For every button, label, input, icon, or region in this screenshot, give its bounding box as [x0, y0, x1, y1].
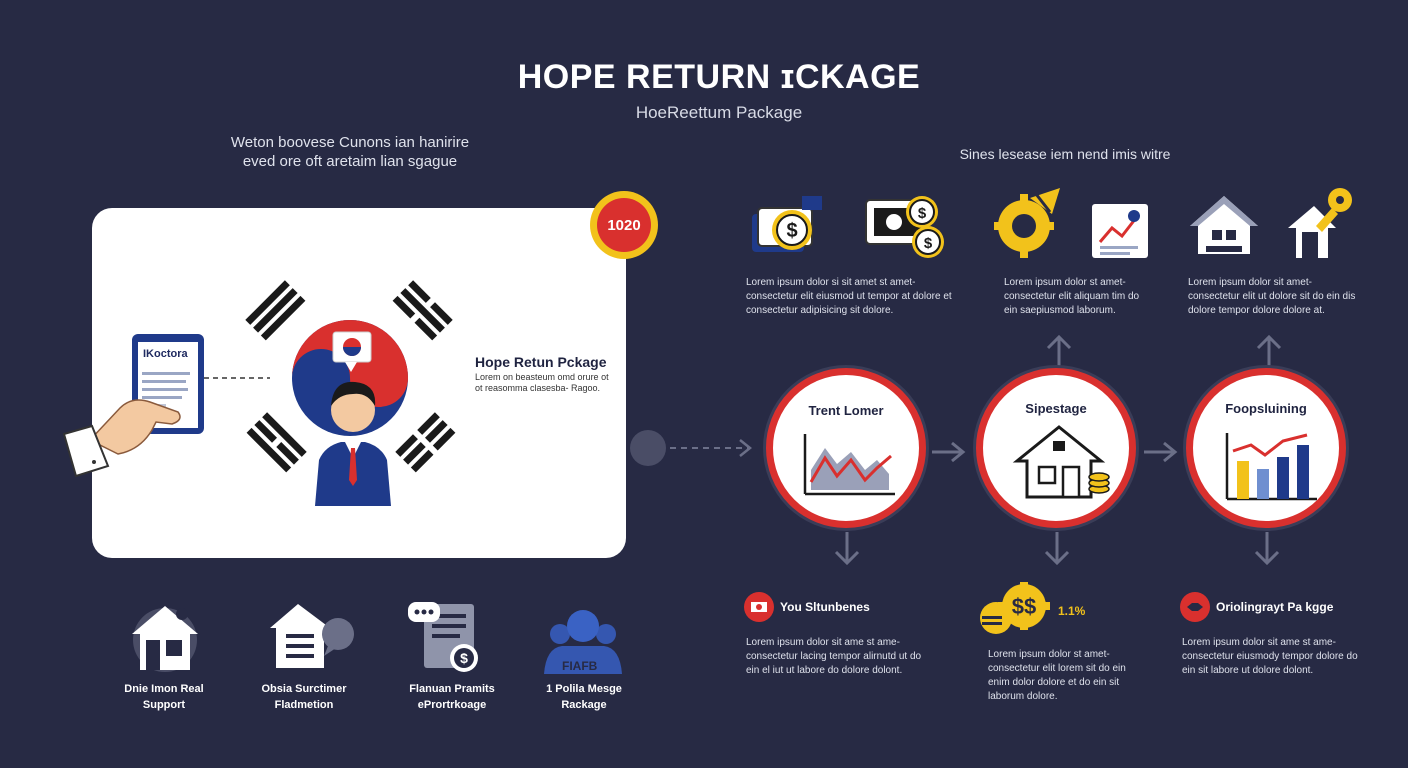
- step-text-2: Lorem ipsum dolor st amet- consectetur e…: [988, 649, 1126, 702]
- bottom-label-3: Flanuan Pramits ePrortrkoage: [388, 681, 516, 713]
- bar-chart-icon: [1225, 433, 1317, 501]
- bottom-label-4: 1 Polila Mesge Rackage: [520, 681, 648, 713]
- handshake-icon: [1180, 592, 1210, 622]
- intro-text: Weton boovese Cunons ian hanirire eved o…: [200, 133, 500, 171]
- page-title: HOPE RETURN ɪCKAGE: [517, 58, 921, 96]
- svg-text:$: $: [924, 235, 933, 252]
- money-bag-icon: $: [752, 196, 822, 252]
- top-item-text-1: Lorem ipsum dolor si sit amet st amet- c…: [746, 277, 952, 316]
- top-item-text-3: Lorem ipsum dolor sit amet- consectetur …: [1188, 277, 1356, 316]
- bottom-label-3-line-2: ePrortrkoage: [417, 699, 487, 711]
- up-arrow-icon: [1046, 334, 1072, 368]
- house-icon: [1190, 196, 1258, 254]
- year-badge-label: 1020: [597, 198, 651, 252]
- document-dollar-icon: $: [408, 602, 478, 672]
- group-icon-label: FIAFB: [562, 659, 598, 673]
- gear-coin-icon: [994, 188, 1060, 258]
- cash-icon: [744, 592, 774, 622]
- stage-title-3: Foopsluining: [1225, 401, 1307, 416]
- svg-text:$: $: [786, 220, 797, 242]
- chart-board-icon: [1092, 204, 1148, 258]
- stage-title-2: Sipestage: [1025, 401, 1087, 416]
- flow-arrow: [630, 430, 753, 466]
- trigram-marks: [245, 280, 456, 473]
- house-coins-icon: [1012, 425, 1110, 499]
- svg-text:$: $: [918, 205, 927, 222]
- intro-line-2: eved ore oft aretaim lian sgague: [242, 153, 458, 170]
- stage-circle-1: Trent Lomer: [766, 368, 926, 528]
- step-label-3: Oriolingrayt Pa kgge: [1216, 600, 1334, 614]
- stage-title-1: Trent Lomer: [808, 403, 884, 418]
- page-subtitle: HoeReettum Package: [635, 103, 803, 122]
- step-label-1: You Sltunbenes: [780, 600, 870, 614]
- korea-person-illustration: [245, 280, 456, 506]
- step-text-3: Lorem ipsum dolor sit ame st ame- consec…: [1182, 637, 1358, 676]
- phone-hand-icon: [62, 334, 204, 478]
- bottom-label-2-line-2: Fladmetion: [274, 699, 334, 711]
- bottom-label-3-line-1: Flanuan Pramits: [409, 683, 495, 695]
- bottom-label-2: Obsia Surctimer Fladmetion: [240, 681, 368, 713]
- building-chat-icon: [270, 604, 354, 668]
- bottom-label-1: Dnie Imon Real Support: [100, 681, 228, 713]
- down-arrow-icon: [834, 532, 860, 566]
- gears-dollar-icon: $$: [980, 582, 1050, 634]
- stage-circle-2: Sipestage: [976, 368, 1136, 528]
- house-key-icon: [1288, 188, 1352, 258]
- dashed-connector: [204, 377, 270, 379]
- right-arrow-icon: [932, 441, 966, 463]
- year-badge: 1020: [590, 191, 658, 259]
- svg-text:$: $: [460, 650, 468, 666]
- down-arrow-icon: [1044, 532, 1070, 566]
- stage-circle-3: Foopsluining: [1186, 368, 1346, 528]
- section-heading: Sines lesease iem nend imis witre: [959, 146, 1171, 162]
- up-arrow-icon: [1256, 334, 1282, 368]
- phone-label: IKoctora: [143, 348, 188, 360]
- top-item-text-2: Lorem ipsum dolor st amet- consectetur e…: [1004, 277, 1140, 316]
- bottom-label-4-line-1: 1 Polila Mesge: [546, 683, 622, 695]
- right-arrow-icon: [1144, 441, 1178, 463]
- line-chart-icon: [803, 434, 895, 496]
- group-icon: [544, 610, 622, 674]
- intro-line-1: Weton boovese Cunons ian hanirire: [230, 134, 470, 151]
- step-label-2: 1.1%: [1058, 604, 1086, 618]
- bottom-label-4-line-2: Rackage: [561, 699, 607, 711]
- card-title: Hope Retun Pckage: [475, 354, 607, 370]
- bottom-label-2-line-1: Obsia Surctimer: [261, 683, 347, 695]
- bottom-label-1-line-1: Dnie Imon Real: [124, 683, 204, 695]
- step-text-1: Lorem ipsum dolor sit ame st ame- consec…: [746, 637, 922, 676]
- bottom-label-1-line-2: Support: [142, 699, 186, 711]
- coins-cash-icon: $ $: [865, 196, 944, 258]
- home-support-icon: [132, 606, 198, 672]
- card-description: Lorem on beasteum omd orure ot ot reasom…: [475, 372, 609, 393]
- down-arrow-icon: [1254, 532, 1280, 566]
- svg-text:$$: $$: [1012, 594, 1036, 619]
